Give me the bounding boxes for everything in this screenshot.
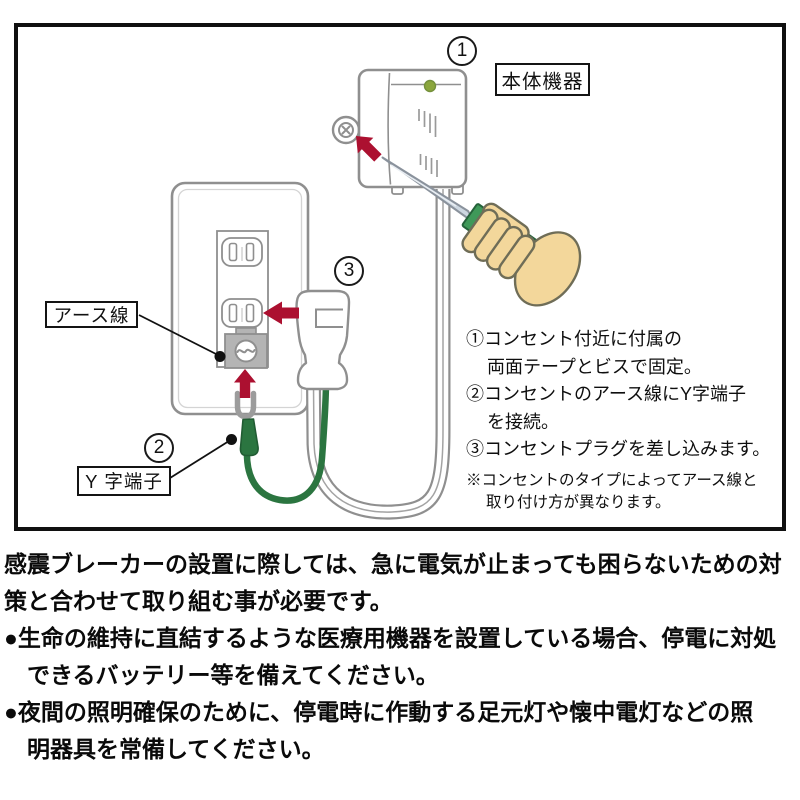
yterm-label-line [169,440,230,479]
yterm-label-dot [226,434,237,445]
instruction-step-2: ②コンセントのアース線にY字端子 を接続。 [466,384,747,432]
hand-finger [498,234,536,280]
body-text: 感震ブレーカーの設置に際しては、急に電気が止まっても困らないための対 策と合わせ… [4,546,782,768]
arrow-into-earth-terminal [234,369,256,398]
instruction-step-1: ①コンセント付近に付属の 両面テープとビスで固定。 [466,329,702,377]
mounting-screw-tab [331,115,361,145]
body-paragraph-intro: 感震ブレーカーの設置に際しては、急に電気が止まっても困らないための対 策と合わせ… [4,551,782,614]
earth-wire-label: アース線 [45,301,138,328]
earth-terminal [224,327,268,369]
callout-lines [138,314,237,479]
step-marker-1: 1 [447,36,477,66]
y-terminal-fork [234,390,257,420]
step-marker-3: 3 [334,256,364,286]
plug [295,289,351,391]
arrow-at-screw [356,136,382,162]
earth-label-line [138,314,219,356]
body-paragraph-medical: ●生命の維持に直結するような医療用機器を設置している場合、停電に対処 できるバッ… [4,625,777,688]
outlet-socket-lower [221,298,263,328]
device-label: 本体機器 [495,63,590,96]
instruction-step-3: ③コンセントプラグを差し込みます。 [466,439,771,459]
device-led [423,79,437,93]
device-vents [418,109,438,177]
body-paragraph-lighting: ●夜間の照明確保のために、停電時に作動する足元灯や懐中電灯などの照 明器具を常備… [4,699,754,762]
outlet-socket-upper [221,237,263,267]
y-terminal-label: Y 字端子 [77,466,171,496]
instruction-note: ※コンセントのタイプによってアース線と 取り付け方が異なります。 [466,472,758,511]
y-terminal-sleeve [239,418,259,457]
step-marker-2: 2 [144,433,174,463]
instruction-steps: ①コンセント付近に付属の 両面テープとビスで固定。 ②コンセントのアース線にY字… [466,326,770,464]
main-device [331,68,468,195]
earth-wire [234,381,330,504]
arrows [234,136,382,398]
arrow-into-socket [263,301,299,325]
earth-label-dot [214,351,226,362]
outlet-plate [170,181,310,416]
hand [461,202,582,307]
